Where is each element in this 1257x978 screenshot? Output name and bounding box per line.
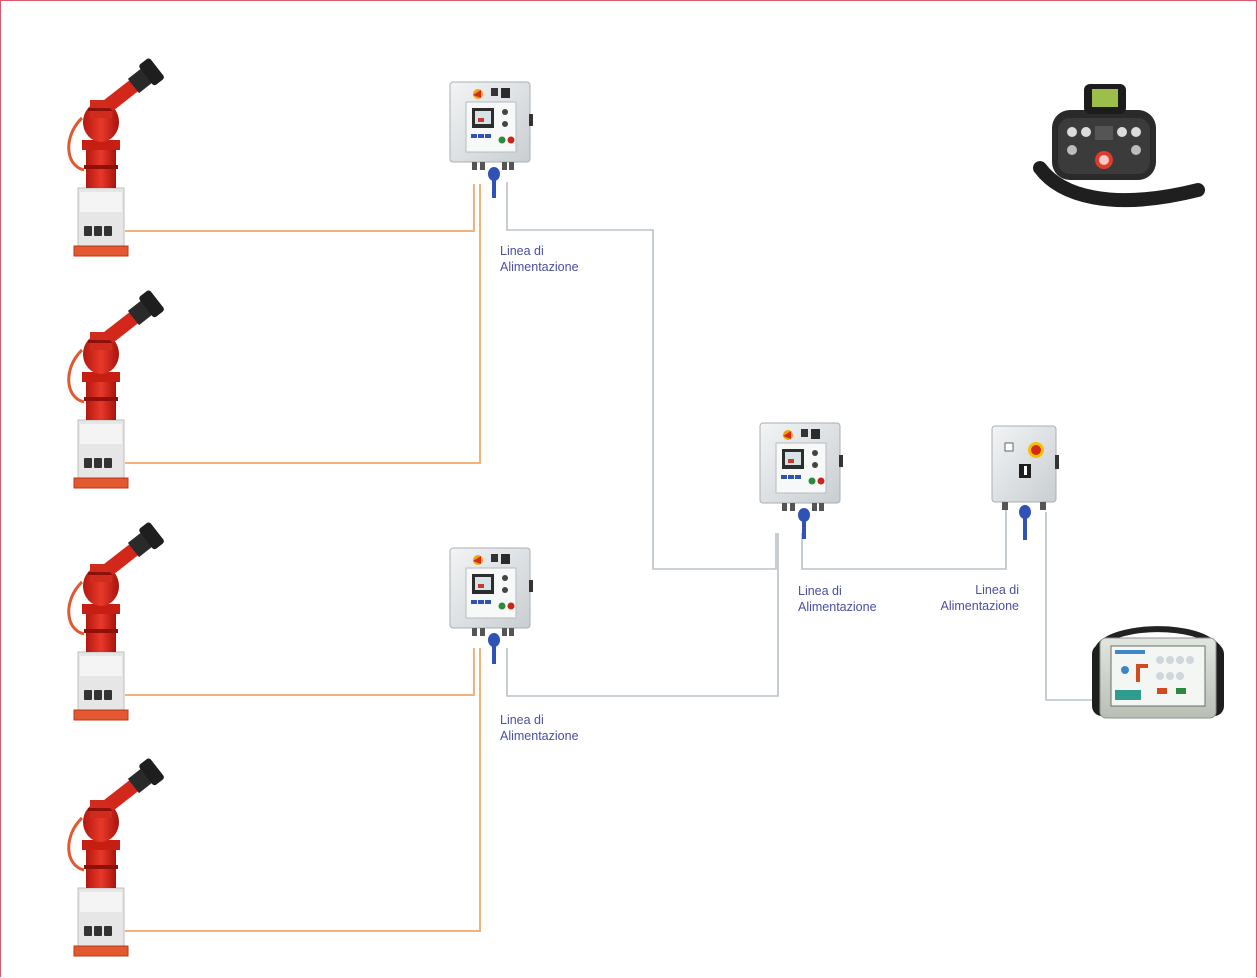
fire-monitor-3 [69,521,165,720]
power-line-label-2: Linea di Alimentazione [500,712,579,744]
network-cable-bottom [507,533,778,696]
signal-cable-4 [125,648,480,931]
network-cable-switch [802,509,1006,569]
power-line-label-2-line2: Alimentazione [500,728,579,744]
fire-monitor-2 [69,289,165,488]
control-panel-top [450,82,533,198]
power-line-label-1: Linea di Alimentazione [500,243,579,275]
power-line-label-4-line2: Alimentazione [925,598,1019,614]
control-panel-middle [760,423,843,539]
control-panel-bottom [450,548,533,664]
touchscreen-console [1092,629,1224,718]
power-line-label-4-line1: Linea di [925,582,1019,598]
power-switch-box [992,426,1059,540]
power-line-label-3-line2: Alimentazione [798,599,877,615]
fire-monitor-4 [69,757,165,956]
network-cable-tablet [1046,512,1098,700]
power-line-label-4: Linea di Alimentazione [925,582,1019,614]
power-line-label-1-line1: Linea di [500,243,579,259]
power-line-label-3-line1: Linea di [798,583,877,599]
power-line-label-2-line1: Linea di [500,712,579,728]
power-line-label-1-line2: Alimentazione [500,259,579,275]
power-line-label-3: Linea di Alimentazione [798,583,877,615]
signal-cable-2 [125,184,480,463]
signal-cables [125,184,480,931]
network-cable-top [507,182,776,569]
signal-cable-1 [125,184,474,231]
signal-cable-3 [125,648,474,695]
radio-remote-control [1040,84,1198,200]
fire-monitor-1 [69,57,165,256]
